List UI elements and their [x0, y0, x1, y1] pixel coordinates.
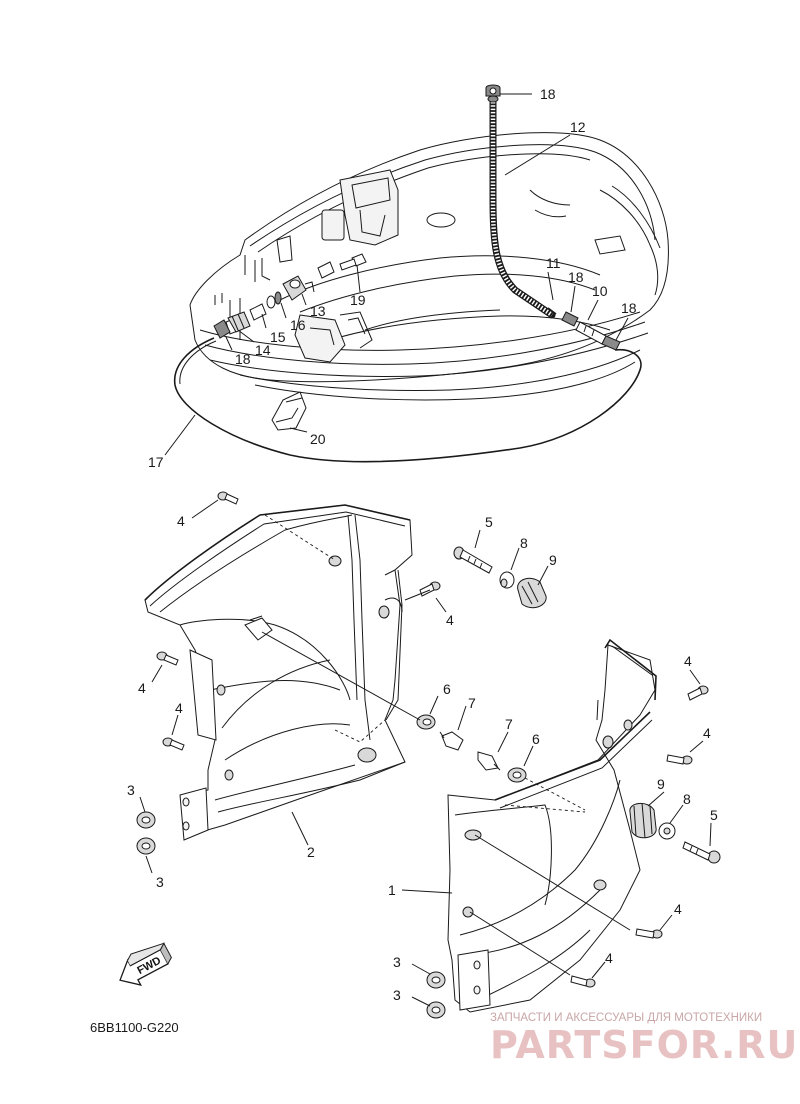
- callout-numbers: 18 12 11 18 10 18 19 13 16 15 14 18 17 2…: [127, 86, 718, 1003]
- callout-6: 6: [532, 731, 540, 747]
- pin-7b: [477, 751, 501, 771]
- callout-15: 15: [270, 329, 286, 345]
- bolt-4b: [419, 581, 441, 597]
- cable-17: [173, 337, 642, 463]
- side-cover-1: [447, 638, 657, 1013]
- bolt-4f: [666, 754, 693, 765]
- collar-8b: [658, 822, 676, 840]
- callout-18: 18: [568, 269, 584, 285]
- callout-3: 3: [127, 782, 135, 798]
- grommet-9b: [629, 802, 657, 839]
- callout-4: 4: [446, 612, 454, 628]
- callout-20: 20: [310, 431, 326, 447]
- callout-8: 8: [520, 535, 528, 551]
- callout-11: 11: [546, 255, 561, 271]
- leader-lines: [139, 93, 712, 1007]
- callout-4: 4: [177, 513, 185, 529]
- callout-18: 18: [540, 86, 556, 102]
- callout-7: 7: [468, 695, 476, 711]
- callout-3: 3: [393, 987, 401, 1003]
- callout-13: 13: [310, 303, 326, 319]
- pin-7a: [439, 731, 464, 751]
- callout-16: 16: [290, 317, 306, 333]
- callout-4: 4: [684, 653, 692, 669]
- grommet-9a: [517, 577, 547, 609]
- callout-18: 18: [621, 300, 637, 316]
- top-cowling: [189, 132, 669, 401]
- collar-8a: [499, 571, 515, 589]
- grommet-3d: [426, 1001, 446, 1019]
- grommet-3c: [426, 971, 446, 989]
- callout-5: 5: [710, 807, 718, 823]
- callout-12: 12: [570, 119, 586, 135]
- callout-19: 19: [350, 292, 366, 308]
- diagram-code: 6BB1100-G220: [90, 1020, 179, 1035]
- callout-4: 4: [674, 901, 682, 917]
- bolt-4g: [635, 928, 663, 939]
- bolt-4h: [570, 975, 596, 988]
- bolt-4e: [687, 685, 709, 701]
- clip-20: [271, 391, 307, 431]
- grommet-6a: [416, 714, 436, 730]
- callout-18: 18: [235, 351, 251, 367]
- bolt-4d: [162, 737, 185, 751]
- bolt-4a: [217, 491, 239, 505]
- callout-9: 9: [657, 776, 665, 792]
- grommet-3b: [136, 837, 156, 855]
- callout-17: 17: [148, 454, 164, 470]
- callout-10: 10: [592, 283, 608, 299]
- bolt-5a: [453, 546, 493, 574]
- callout-5: 5: [485, 514, 493, 530]
- side-cover-2: [144, 504, 413, 841]
- callout-4: 4: [703, 725, 711, 741]
- callout-3: 3: [393, 954, 401, 970]
- callout-6: 6: [443, 681, 451, 697]
- callout-8: 8: [683, 791, 691, 807]
- clamp-18-top: [485, 84, 501, 97]
- callout-4: 4: [138, 680, 146, 696]
- callout-1: 1: [388, 882, 396, 898]
- grommet-6b: [507, 767, 527, 783]
- callout-2: 2: [307, 844, 315, 860]
- bolt-5b: [682, 841, 721, 864]
- callout-4: 4: [605, 950, 613, 966]
- clamp-18-right-a: [561, 311, 579, 327]
- callout-7: 7: [505, 716, 513, 732]
- callout-14: 14: [255, 342, 271, 358]
- hose-12: [487, 95, 556, 319]
- watermark: ЗАПЧАСТИ И АКСЕССУАРЫ ДЛЯ МОТОТЕХНИКИ PA…: [490, 1012, 798, 1067]
- callout-4: 4: [175, 700, 183, 716]
- watermark-brand: PARTSFOR.RU: [490, 1023, 798, 1067]
- callout-3: 3: [156, 874, 164, 890]
- clamp-18-right-b: [601, 335, 621, 351]
- fitting-cluster: [213, 253, 367, 339]
- bolt-4c: [156, 651, 179, 666]
- fwd-arrow-icon: FWD: [119, 942, 172, 987]
- grommet-3a: [136, 811, 156, 829]
- callout-9: 9: [549, 552, 557, 568]
- watermark-tagline: ЗАПЧАСТИ И АКСЕССУАРЫ ДЛЯ МОТОТЕХНИКИ: [490, 1012, 762, 1024]
